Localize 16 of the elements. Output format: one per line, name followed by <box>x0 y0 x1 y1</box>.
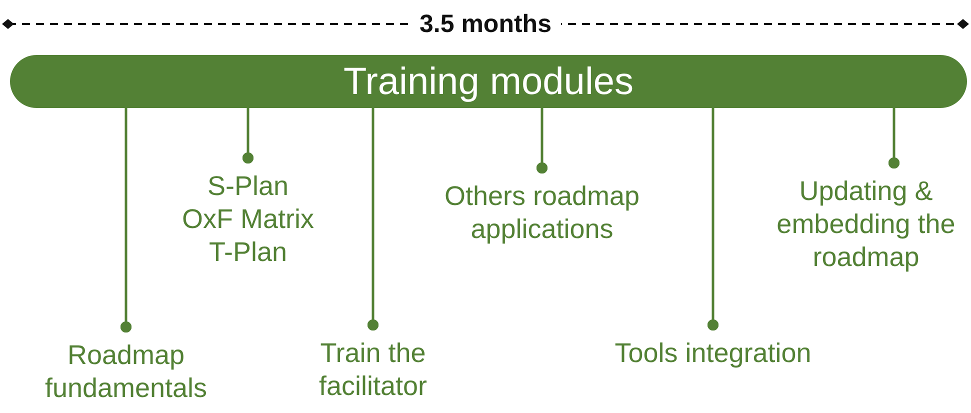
module-label: OxF Matrix <box>182 202 314 236</box>
module-label: Updating & embedding the roadmap <box>776 175 956 274</box>
connector-line <box>888 108 900 169</box>
module-label: S-Plan <box>207 170 289 203</box>
connector-line <box>536 108 548 174</box>
connector-line <box>120 108 132 333</box>
connector-line <box>242 108 254 164</box>
bar-title: Training modules <box>343 62 634 100</box>
module-bar <box>10 55 967 108</box>
module-label: Roadmap fundamentals <box>44 339 208 405</box>
module-label: Train the facilitator <box>318 337 428 403</box>
module-label: Tools integration <box>614 337 812 370</box>
module-label: T-Plan <box>208 236 288 269</box>
connector-line <box>367 108 379 331</box>
module-label: Others roadmap applications <box>443 180 641 246</box>
connector-line <box>707 108 719 331</box>
